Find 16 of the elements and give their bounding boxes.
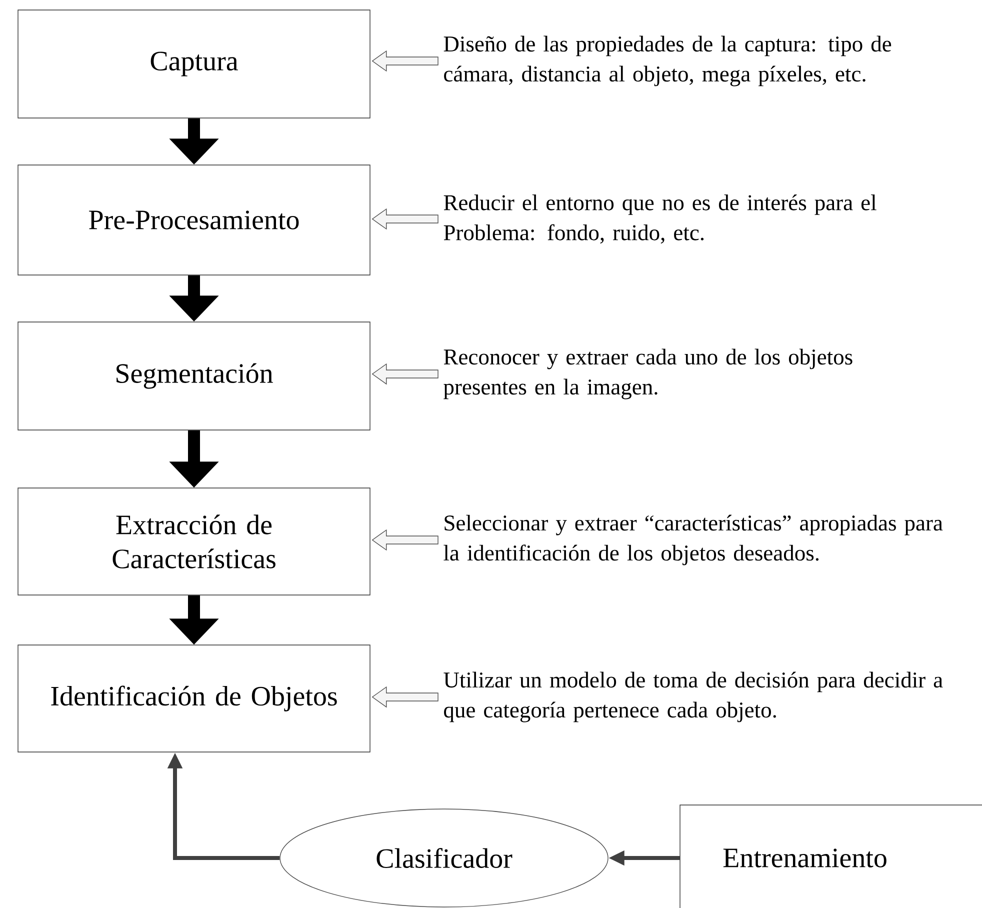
process-box: Identificación de Objetos bbox=[18, 644, 370, 752]
process-box: Segmentación bbox=[18, 322, 370, 430]
arrow bbox=[372, 208, 438, 230]
description-text: Diseño de las propiedades de la captura: tipo de cámara, distancia al objeto, mega píxeles, etc. bbox=[444, 36, 892, 86]
process-box: Captura bbox=[18, 10, 370, 118]
description-text: Reconocer y extraer cada uno de los objetos presentes en la imagen. bbox=[444, 348, 852, 400]
arrow bbox=[372, 363, 438, 385]
arrow bbox=[372, 686, 438, 708]
arrow bbox=[372, 529, 438, 551]
process-box: Entrenamiento bbox=[680, 804, 982, 908]
process-box: Pre-Procesamiento bbox=[18, 164, 370, 276]
description-text: Reducir el entorno que no es de interés para el Problema: fondo, ruido, etc. bbox=[444, 194, 876, 244]
process-box: Extracción de Características bbox=[18, 488, 370, 596]
description-text: Seleccionar y extraer “características” apropiadas para la identificación de los objetos deseados. bbox=[444, 514, 943, 566]
arrow bbox=[372, 50, 438, 72]
description-text: Utilizar un modelo de toma de decisión para decidir a que categoría pertenece cada objeto. bbox=[444, 672, 943, 722]
